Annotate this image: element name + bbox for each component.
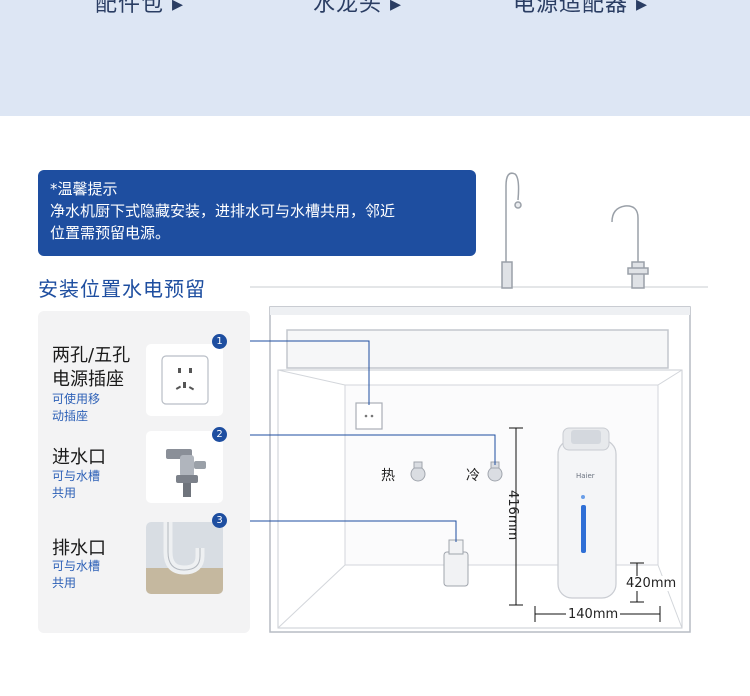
- angle-valve-icon: [166, 449, 206, 497]
- item-2-title: 进水口: [52, 447, 106, 468]
- sink-basin: [286, 329, 669, 369]
- dimension-width: 140mm: [566, 607, 621, 622]
- main-faucet: [611, 205, 649, 289]
- top-banner: 配件包 ▸ 水龙头 ▸ 电源适配器 ▸: [0, 0, 750, 116]
- tip-text-line2: 位置需预留电源。: [50, 224, 171, 242]
- socket-thumbnail: [146, 344, 223, 416]
- section-title: 安装位置水电预留: [38, 277, 206, 301]
- item-3-title: 排水口: [52, 538, 106, 559]
- item-1-badge: 1: [212, 334, 227, 349]
- valve-thumbnail: [146, 431, 223, 503]
- top-label-adapter: 电源适配器 ▸: [513, 0, 649, 17]
- tip-heading: *温馨提示: [50, 180, 118, 198]
- item-2-sub-line2: 共用: [52, 486, 77, 500]
- item-1-sub-line2: 动插座: [52, 409, 89, 423]
- socket-icon: [161, 355, 209, 405]
- brand-logo: Haier: [576, 472, 595, 480]
- top-label-faucet: 水龙头 ▸: [313, 0, 403, 17]
- dimension-height: 416mm: [505, 490, 520, 541]
- dimension-depth: 420mm: [625, 576, 678, 591]
- top-label-accessory: 配件包 ▸: [95, 0, 185, 17]
- cold-water-label: 冷: [466, 468, 480, 484]
- item-2-sub-line1: 可与水槽: [52, 469, 101, 483]
- drain-pipe-icon: [146, 522, 223, 594]
- hot-valve-icon: [410, 461, 426, 482]
- wall-socket: [355, 402, 383, 430]
- drain-thumbnail: [146, 522, 223, 594]
- item-3-badge: 3: [212, 513, 227, 528]
- item-3-sub-line2: 共用: [52, 576, 77, 590]
- item-3-sub-line1: 可与水槽: [52, 559, 101, 573]
- purifier-faucet: [501, 172, 522, 289]
- item-1-title-line2: 电源插座: [52, 369, 124, 390]
- item-1-sub-line1: 可使用移: [52, 392, 101, 406]
- drain-pipe: [443, 539, 469, 587]
- tip-box: *温馨提示 净水机厨下式隐藏安装，进排水可与水槽共用，邻近 位置需预留电源。: [38, 170, 476, 256]
- water-purifier: [557, 427, 617, 599]
- item-1-title-line1: 两孔/五孔: [52, 345, 131, 366]
- hot-water-label: 热: [381, 468, 395, 484]
- tip-text-line1: 净水机厨下式隐藏安装，进排水可与水槽共用，邻近: [50, 202, 396, 220]
- item-2-badge: 2: [212, 427, 227, 442]
